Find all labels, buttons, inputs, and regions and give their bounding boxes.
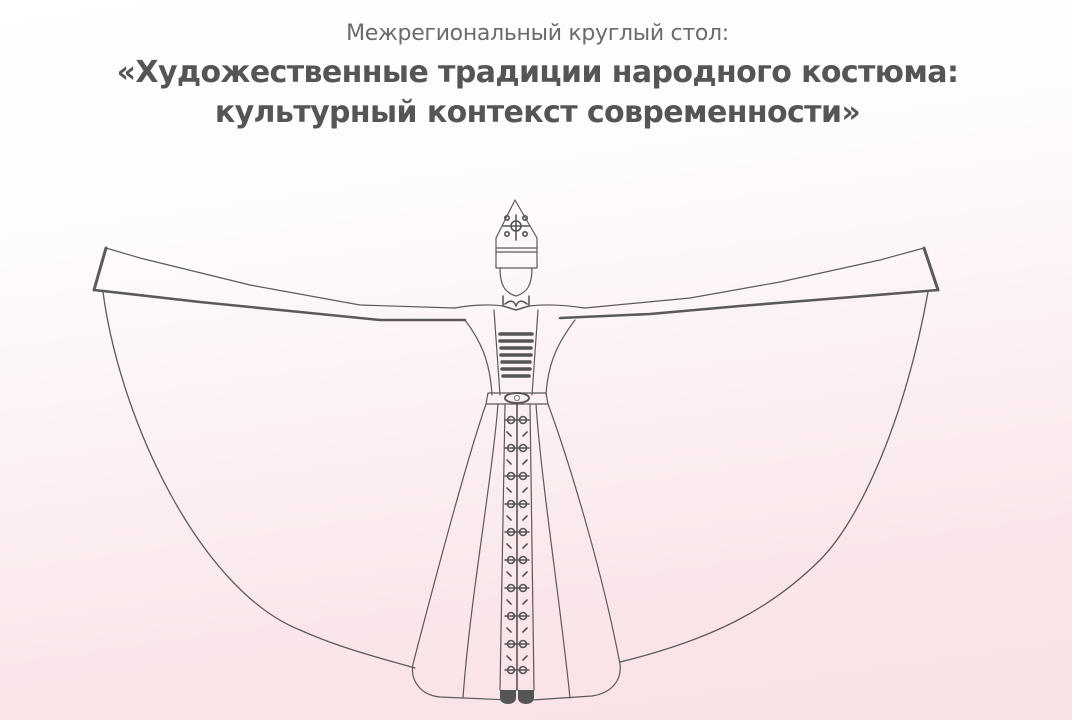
shoes [500, 690, 534, 704]
left-sleeve [92, 246, 467, 669]
ornament-motif-icon [504, 415, 530, 675]
belt [485, 392, 549, 405]
right-edge-strip [1072, 0, 1075, 720]
skirt [411, 403, 621, 701]
hat [495, 199, 538, 269]
bodice [454, 304, 586, 396]
right-sleeve [558, 246, 940, 663]
event-title-line-2: культурный контекст современности» [214, 95, 861, 130]
collar [502, 295, 530, 311]
skirt-center-ornament [504, 403, 530, 691]
event-subtitle: Межрегиональный круглый стол: [346, 21, 729, 46]
chest-ornament [498, 332, 534, 378]
hat-ornament-icon [502, 214, 530, 241]
face [499, 267, 533, 297]
event-title-line-1: «Художественные традиции народного костю… [116, 55, 959, 90]
